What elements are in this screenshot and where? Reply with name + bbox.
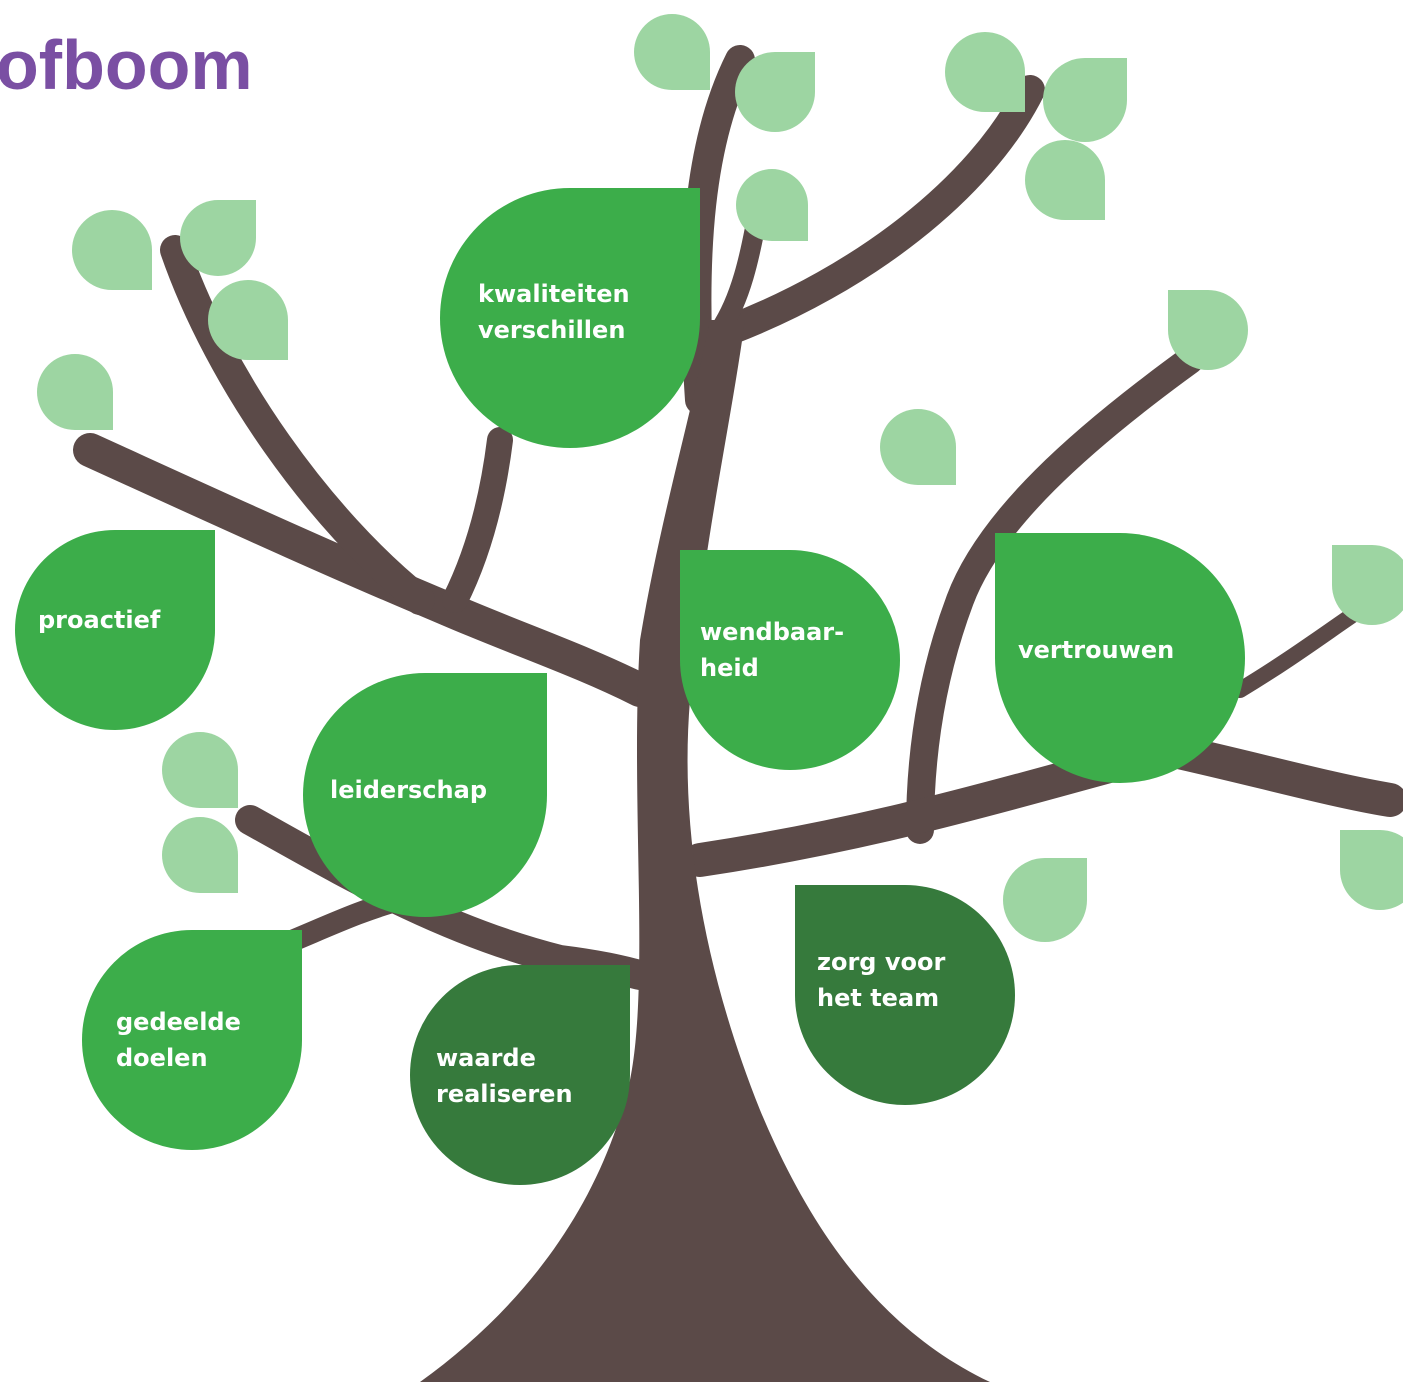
small-leaf [208,280,288,360]
leaf-shape [15,530,215,730]
leaf-label: doelen [116,1044,208,1072]
small-leaf [37,354,113,430]
small-leaf [945,32,1025,112]
leaf-label: het team [817,984,939,1012]
leaf-label: waarde [436,1044,536,1072]
trunk [420,320,990,1382]
branch [906,346,1204,844]
leaf-wendbaarheid: wendbaar-heid [680,550,900,770]
branch [1232,602,1368,698]
leaf-shape [440,188,700,448]
leaf-label: wendbaar- [700,618,844,646]
small-leaf [634,14,710,90]
labeled-leaves: kwaliteiten verschillen proactief wendbaar-… [15,188,1245,1185]
leaf-shape [410,965,630,1185]
small-leaf [1043,58,1127,142]
leaf-label: verschillen [478,316,625,344]
leaf-label: leiderschap [330,776,487,804]
leaf-label: vertrouwen [1018,636,1174,664]
small-leaf [180,200,256,276]
leaf-waarde-realiseren: waarde realiseren [410,965,630,1185]
leaf-shape [795,885,1015,1105]
branch [160,235,435,615]
small-leaf [736,169,808,241]
leaf-kwaliteiten-verschillen: kwaliteiten verschillen [440,188,700,448]
small-leaf [162,817,238,893]
branch [442,427,513,613]
small-leaf [1003,858,1087,942]
leaf-shape [82,930,302,1150]
leaf-shape [995,533,1245,783]
small-leaf [735,52,815,132]
leaf-proactief: proactief [15,530,215,730]
small-leaf [1332,545,1403,625]
leaf-shape [680,550,900,770]
leaf-label: zorg voor [817,948,945,976]
leaf-label: realiseren [436,1080,573,1108]
small-leaf [1340,830,1403,910]
small-leaves [37,14,1403,942]
leaf-label: proactief [38,606,161,634]
small-leaf [1168,290,1248,370]
small-leaf [72,210,152,290]
branch [715,75,1045,345]
leaf-label: kwaliteiten [478,280,630,308]
small-leaf [880,409,956,485]
leaf-gedeelde-doelen: gedeelde doelen [82,930,302,1150]
small-leaf [1025,140,1105,220]
leaf-shape [303,673,547,917]
leaf-label: gedeelde [116,1008,241,1036]
leaf-leiderschap: leiderschap [303,673,547,917]
small-leaf [162,732,238,808]
leaf-label: heid [700,654,759,682]
page-title: ofboom [0,26,253,104]
tree-trunk [420,320,990,1382]
leaf-vertrouwen: vertrouwen [995,533,1245,783]
leaf-zorg-voor-het-team: zorg voor het team [795,885,1015,1105]
